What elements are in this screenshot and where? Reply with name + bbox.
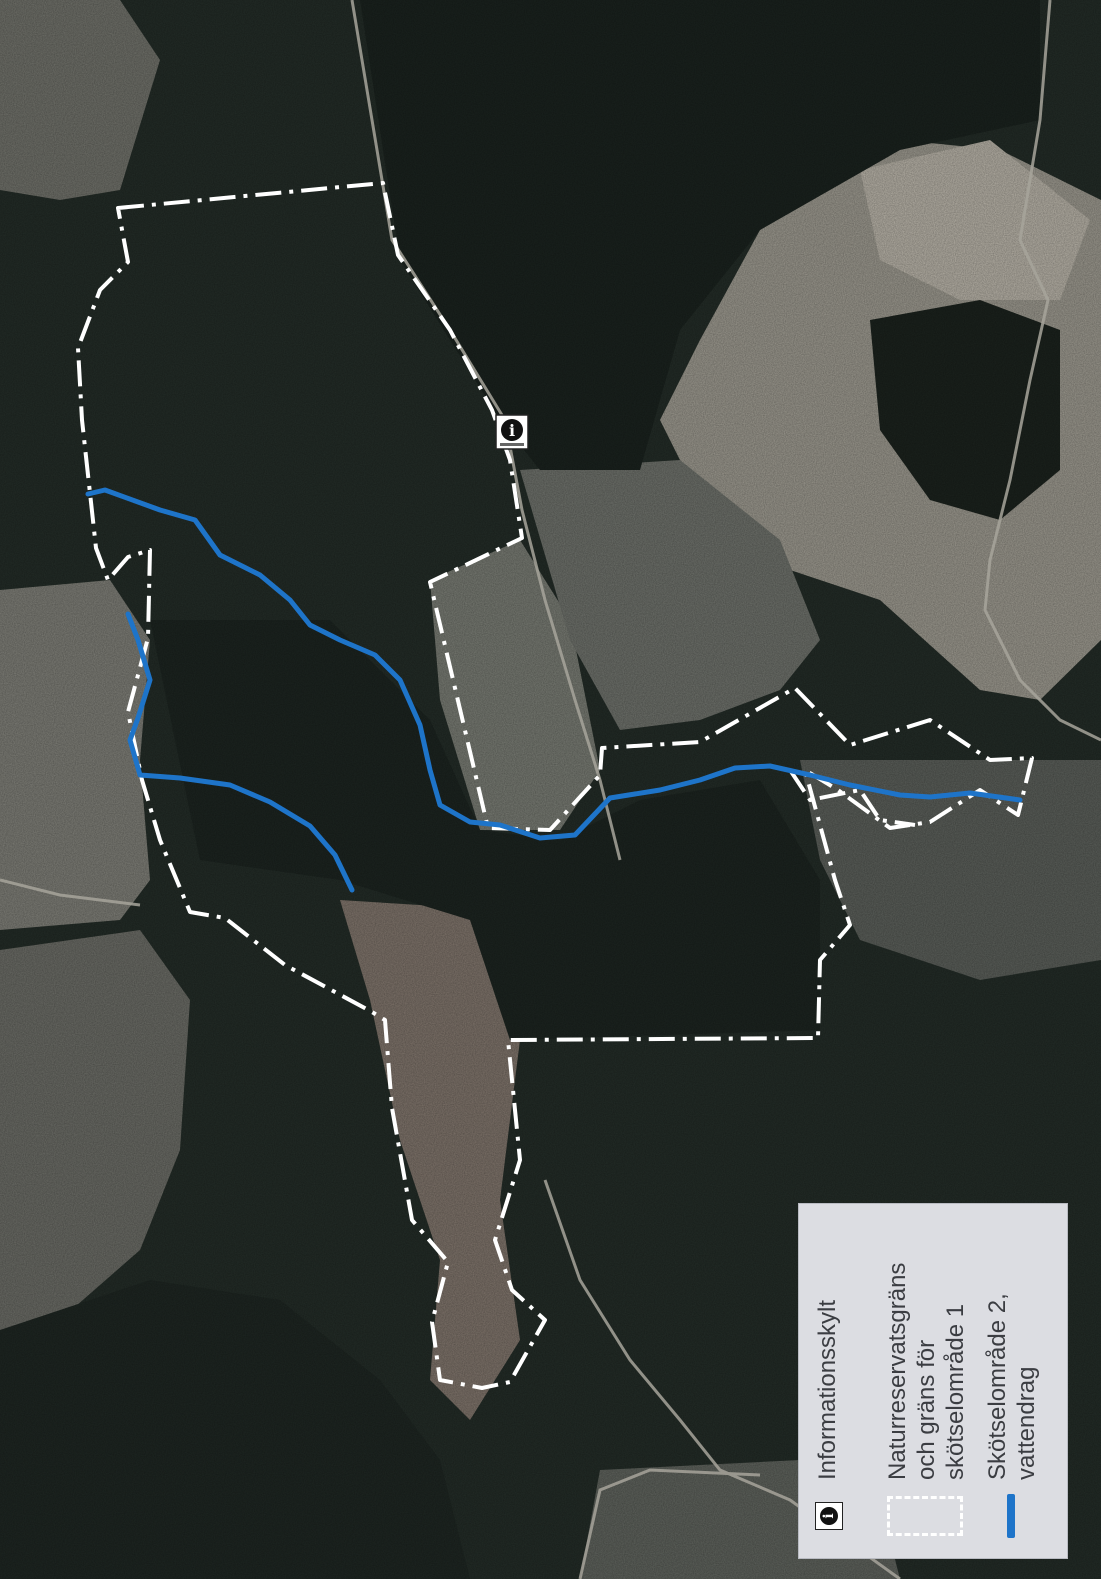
stream-main xyxy=(85,487,1023,841)
road-southeast xyxy=(543,1179,901,1579)
stream-west-branch xyxy=(125,611,355,893)
road-west-spur xyxy=(0,878,141,907)
road-south-spur xyxy=(578,1468,761,1579)
boundary-inner-lobe xyxy=(788,768,916,827)
info-sign-icon[interactable]: i xyxy=(495,414,529,450)
legend-label: Skötselområde 2, vattendrag xyxy=(984,1293,1040,1480)
legend-label: Naturreservatsgräns och gräns för skötse… xyxy=(884,1262,969,1480)
info-sign-icon: i xyxy=(815,1502,843,1530)
legend-rotated-content: i Informationsskylt Naturreservatsgräns … xyxy=(799,1204,1067,1558)
legend-item-stream: Skötselområde 2, vattendrag xyxy=(983,1293,1041,1542)
road-north xyxy=(350,0,622,861)
dash-dot-boundary-icon xyxy=(887,1496,963,1536)
road-east xyxy=(983,0,1101,742)
boundary-main xyxy=(76,181,1034,1390)
reserve-boundary xyxy=(76,181,1034,1390)
blue-line-icon xyxy=(1007,1494,1015,1538)
svg-text:i: i xyxy=(509,421,515,440)
map-legend: i Informationsskylt Naturreservatsgräns … xyxy=(798,1203,1068,1559)
legend-item-boundary: Naturreservatsgräns och gräns för skötse… xyxy=(883,1263,970,1542)
streams xyxy=(85,487,1023,893)
legend-item-info: i Informationsskylt xyxy=(813,1300,843,1542)
legend-label: Informationsskylt xyxy=(814,1299,841,1480)
